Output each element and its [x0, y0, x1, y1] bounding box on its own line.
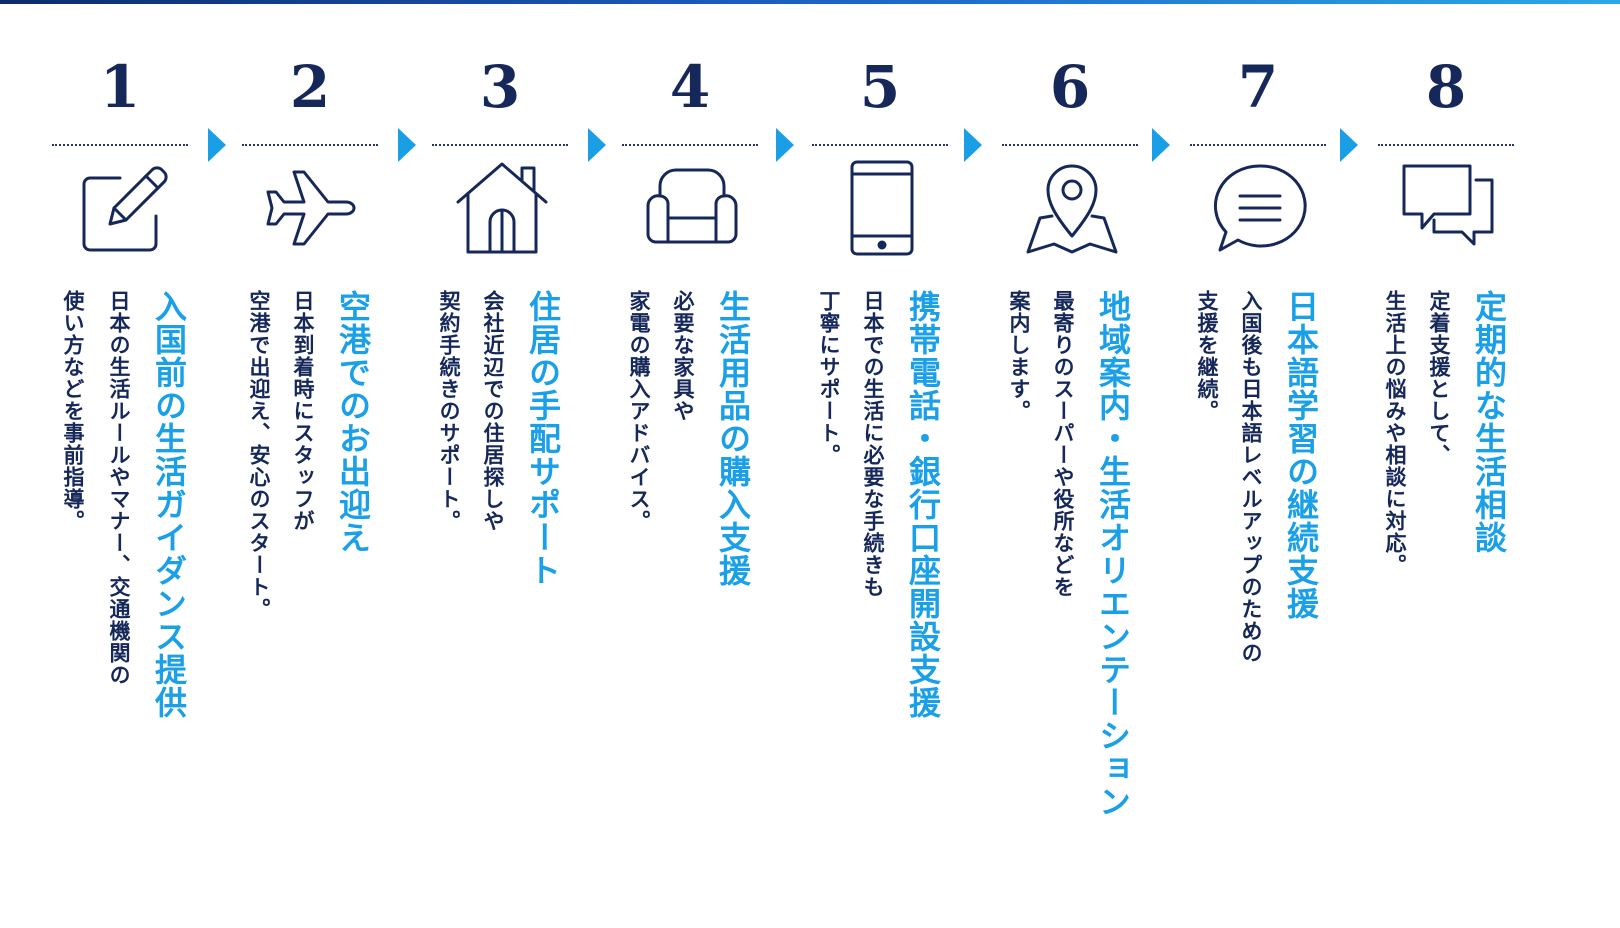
step-number: 4 [669, 53, 711, 121]
step-description-line-2: 案内します。 [1007, 290, 1031, 422]
dotted-divider [432, 144, 568, 146]
step-title: 生活用品の購入支援 [714, 290, 752, 587]
arrow-right-icon [1152, 128, 1170, 162]
step-number: 7 [1237, 53, 1279, 121]
step-title: 携帯電話・銀行口座開設支援 [904, 290, 942, 719]
step-7: 7 日本語学習の継続支援 入国後も日本語レベルアップのための 支援を継続。 [1188, 0, 1328, 928]
armchair-icon [644, 160, 740, 260]
arrow-right-icon [588, 128, 606, 162]
step-description-line-1: 日本到着時にスタッフが [291, 290, 315, 532]
step-title: 定期的な生活相談 [1470, 290, 1508, 554]
step-title: 住居の手配サポート [524, 290, 562, 587]
step-description-line-2: 使い方などを事前指導。 [61, 290, 85, 532]
step-description-line-2: 支援を継続。 [1195, 290, 1219, 422]
conversation-icon [1400, 160, 1496, 260]
step-title: 日本語学習の継続支援 [1282, 290, 1320, 620]
dotted-divider [52, 144, 188, 146]
step-description-line-2: 生活上の悩みや相談に対応。 [1383, 290, 1407, 576]
step-description-line-1: 日本での生活に必要な手続きも [861, 290, 885, 598]
step-description-line-2: 家電の購入アドバイス。 [627, 290, 651, 532]
step-description-line-1: 定着支援として、 [1427, 290, 1451, 466]
top-gradient-bar [0, 0, 1620, 4]
map-pin-icon [1024, 160, 1120, 260]
step-8: 8 定期的な生活相談 定着支援として、 生活上の悩みや相談に対応。 [1376, 0, 1516, 928]
step-6: 6 地域案内・生活オリエンテーション 最寄りのスーパーや役所などを 案内します。 [1000, 0, 1140, 928]
step-number: 3 [479, 53, 521, 121]
edit-note-icon [74, 160, 170, 260]
dotted-divider [1378, 144, 1514, 146]
step-description-line-1: 会社近辺での住居探しや [481, 290, 505, 532]
step-description-line-2: 丁寧にサポート。 [817, 290, 841, 466]
step-number: 1 [99, 53, 141, 121]
arrow-right-icon [776, 128, 794, 162]
step-number: 6 [1049, 53, 1091, 121]
dotted-divider [622, 144, 758, 146]
step-description-line-1: 最寄りのスーパーや役所などを [1051, 290, 1075, 598]
step-title: 地域案内・生活オリエンテーション [1094, 290, 1132, 818]
arrow-right-icon [1340, 128, 1358, 162]
step-number: 5 [859, 53, 901, 121]
step-description-line-1: 入国後も日本語レベルアップのための [1239, 290, 1263, 664]
arrow-right-icon [964, 128, 982, 162]
step-2: 2 空港でのお出迎え 日本到着時にスタッフが 空港で出迎え、安心のスタート。 [240, 0, 380, 928]
airplane-icon [264, 160, 360, 260]
step-4: 4 生活用品の購入支援 必要な家具や 家電の購入アドバイス。 [620, 0, 760, 928]
step-title: 入国前の生活ガイダンス提供 [150, 290, 188, 719]
smartphone-icon [834, 160, 930, 260]
arrow-right-icon [398, 128, 416, 162]
house-icon [454, 160, 550, 260]
step-5: 5 携帯電話・銀行口座開設支援 日本での生活に必要な手続きも 丁寧にサポート。 [810, 0, 950, 928]
step-description-line-2: 空港で出迎え、安心のスタート。 [247, 290, 271, 620]
dotted-divider [242, 144, 378, 146]
step-description-line-2: 契約手続きのサポート。 [437, 290, 461, 532]
dotted-divider [1002, 144, 1138, 146]
chat-bubble-icon [1212, 160, 1308, 260]
dotted-divider [812, 144, 948, 146]
step-number: 2 [289, 53, 331, 121]
step-title: 空港でのお出迎え [334, 290, 372, 554]
step-3: 3 住居の手配サポート 会社近辺での住居探しや 契約手続きのサポート。 [430, 0, 570, 928]
arrow-right-icon [208, 128, 226, 162]
step-1: 1 入国前の生活ガイダンス提供 日本の生活ルールやマナー、交通機関の 使い方など… [50, 0, 190, 928]
dotted-divider [1190, 144, 1326, 146]
step-description-line-1: 日本の生活ルールやマナー、交通機関の [107, 290, 131, 686]
step-number: 8 [1425, 53, 1467, 121]
step-description-line-1: 必要な家具や [671, 290, 695, 422]
